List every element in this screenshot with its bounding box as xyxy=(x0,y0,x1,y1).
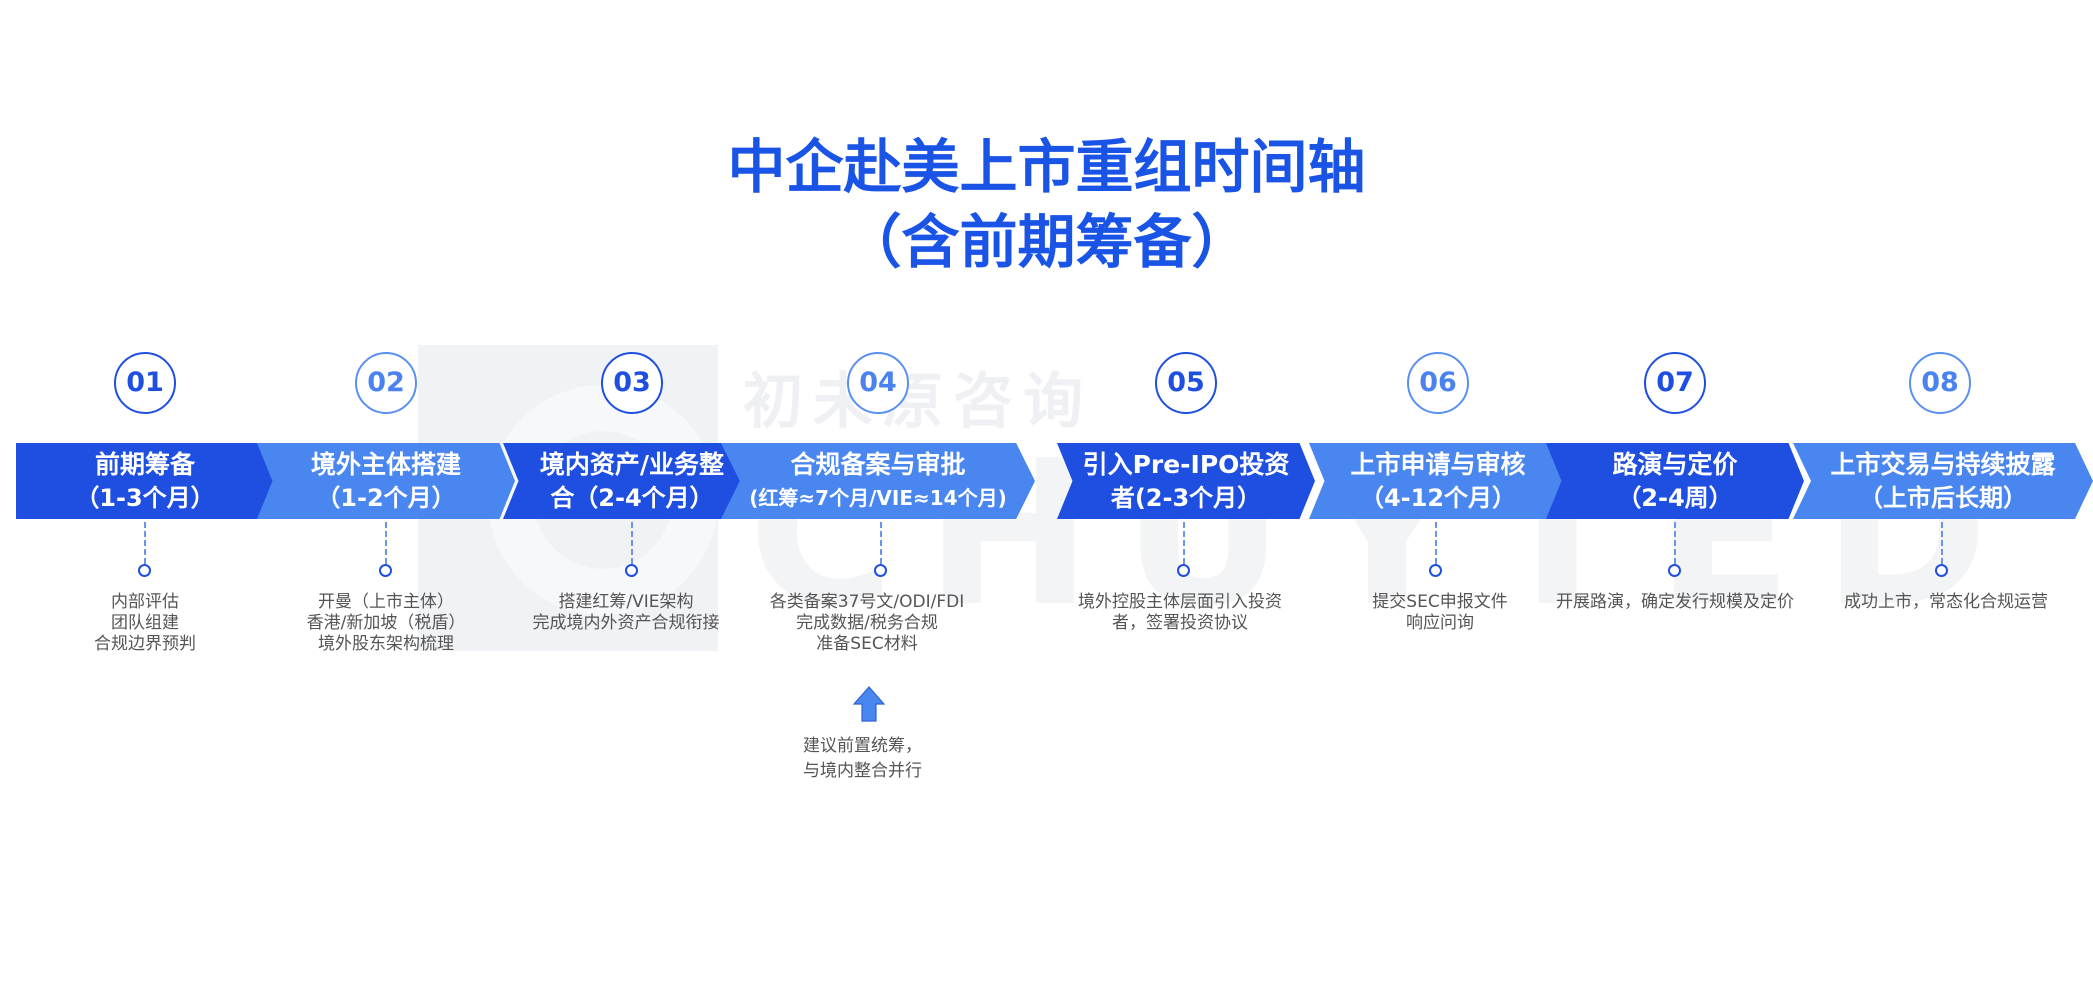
connector-dot xyxy=(138,564,151,577)
connector-dot xyxy=(1429,564,1442,577)
stage-number-04: 04 xyxy=(847,352,909,414)
connector-line xyxy=(1435,522,1437,564)
stage-title: 引入Pre-IPO投资 xyxy=(1082,450,1290,479)
page-title: 中企赴美上市重组时间轴 xyxy=(727,133,1366,201)
stage-duration: （上市后长期） xyxy=(1859,484,2027,512)
desc-line: 开展路演，确定发行规模及定价 xyxy=(1556,592,1794,612)
watermark-text-cn: 初未原咨询 xyxy=(743,367,1093,437)
desc-line: 响应问询 xyxy=(1406,613,1474,633)
stage-title: 前期筹备 xyxy=(94,450,195,479)
stage-chevron-03: 境内资产/业务整 合（2-4个月） xyxy=(503,443,761,519)
stage-description-03: 搭建红筹/VIE架构 完成境内外资产合规衔接 xyxy=(476,592,776,634)
stage-description-05: 境外控股主体层面引入投资 者，签署投资协议 xyxy=(1030,592,1330,634)
desc-line: 境外控股主体层面引入投资 xyxy=(1078,592,1282,612)
stage-title: 路演与定价 xyxy=(1612,450,1738,479)
stage-duration: 合（2-4个月） xyxy=(550,484,714,512)
desc-line: 合规边界预判 xyxy=(94,634,196,654)
stage-description-08: 成功上市，常态化合规运营 xyxy=(1796,592,2093,613)
parallel-note: 建议前置统筹， 与境内整合并行 xyxy=(803,734,922,784)
stage-duration: (红筹≈7个月/VIE≈14个月) xyxy=(749,486,1007,510)
connector-dot xyxy=(874,564,887,577)
desc-line: 搭建红筹/VIE架构 xyxy=(558,592,694,612)
stage-number-03: 03 xyxy=(601,352,663,414)
desc-line: 者，签署投资协议 xyxy=(1112,613,1248,633)
stage-description-06: 提交SEC申报文件 响应问询 xyxy=(1290,592,1590,634)
stage-number-02: 02 xyxy=(355,352,417,414)
stage-number-07: 07 xyxy=(1644,352,1706,414)
stage-chevron-02: 境外主体搭建 （1-2个月） xyxy=(257,443,515,519)
stage-number-08: 08 xyxy=(1909,352,1971,414)
note-line: 建议前置统筹， xyxy=(803,736,922,756)
connector-dot xyxy=(1177,564,1190,577)
desc-line: 香港/新加坡（税盾） xyxy=(306,613,466,633)
connector-dot xyxy=(1668,564,1681,577)
stage-description-04: 各类备案37号文/ODI/FDI 完成数据/税务合规 准备SEC材料 xyxy=(717,592,1017,655)
desc-line: 完成数据/税务合规 xyxy=(796,613,938,633)
desc-line: 完成境内外资产合规衔接 xyxy=(532,613,720,633)
page-subtitle: （含前期筹备） xyxy=(843,208,1250,276)
stage-title: 合规备案与审批 xyxy=(790,450,966,479)
connector-dot xyxy=(625,564,638,577)
stage-chevron-08: 上市交易与持续披露 （上市后长期） xyxy=(1793,443,2093,519)
stage-duration: （4-12个月） xyxy=(1359,484,1517,512)
desc-line: 境外股东架构梳理 xyxy=(318,634,454,654)
desc-line: 准备SEC材料 xyxy=(816,634,918,654)
stage-duration: （1-3个月） xyxy=(75,484,215,512)
desc-line: 开曼（上市主体） xyxy=(318,592,454,612)
connector-line xyxy=(1941,522,1943,564)
connector-line xyxy=(1674,522,1676,564)
stage-chevron-05: 引入Pre-IPO投资 者(2-3个月） xyxy=(1057,443,1315,519)
stage-description-02: 开曼（上市主体） 香港/新加坡（税盾） 境外股东架构梳理 xyxy=(236,592,536,655)
stage-duration: 者(2-3个月） xyxy=(1110,484,1262,512)
connector-dot xyxy=(1935,564,1948,577)
stage-duration: （2-4周） xyxy=(1617,484,1733,512)
stage-chevron-07: 路演与定价 （2-4周） xyxy=(1546,443,1804,519)
stage-title: 境内资产/业务整 xyxy=(539,450,725,479)
stage-chevron-06: 上市申请与审核 （4-12个月） xyxy=(1309,443,1567,519)
connector-dot xyxy=(379,564,392,577)
desc-line: 提交SEC申报文件 xyxy=(1372,592,1508,612)
note-line: 与境内整合并行 xyxy=(803,761,922,781)
up-arrow-icon xyxy=(853,686,885,722)
stage-chevron-04: 合规备案与审批 (红筹≈7个月/VIE≈14个月) xyxy=(721,443,1035,519)
connector-line xyxy=(880,522,882,564)
stage-number-01: 01 xyxy=(114,352,176,414)
stage-description-07: 开展路演，确定发行规模及定价 xyxy=(1525,592,1825,613)
stage-duration: （1-2个月） xyxy=(316,484,456,512)
desc-line: 成功上市，常态化合规运营 xyxy=(1844,592,2048,612)
stage-description-01: 内部评估 团队组建 合规边界预判 xyxy=(0,592,295,655)
desc-line: 内部评估 xyxy=(111,592,179,612)
stage-title: 上市交易与持续披露 xyxy=(1830,450,2056,479)
stage-number-05: 05 xyxy=(1155,352,1217,414)
connector-line xyxy=(385,522,387,564)
connector-line xyxy=(144,522,146,564)
stage-title: 上市申请与审核 xyxy=(1350,450,1526,479)
stage-title: 境外主体搭建 xyxy=(310,450,461,479)
stage-chevron-01: 前期筹备 （1-3个月） xyxy=(16,443,274,519)
desc-line: 团队组建 xyxy=(111,613,179,633)
connector-line xyxy=(1183,522,1185,564)
desc-line: 各类备案37号文/ODI/FDI xyxy=(769,592,965,612)
stage-number-06: 06 xyxy=(1407,352,1469,414)
connector-line xyxy=(631,522,633,564)
